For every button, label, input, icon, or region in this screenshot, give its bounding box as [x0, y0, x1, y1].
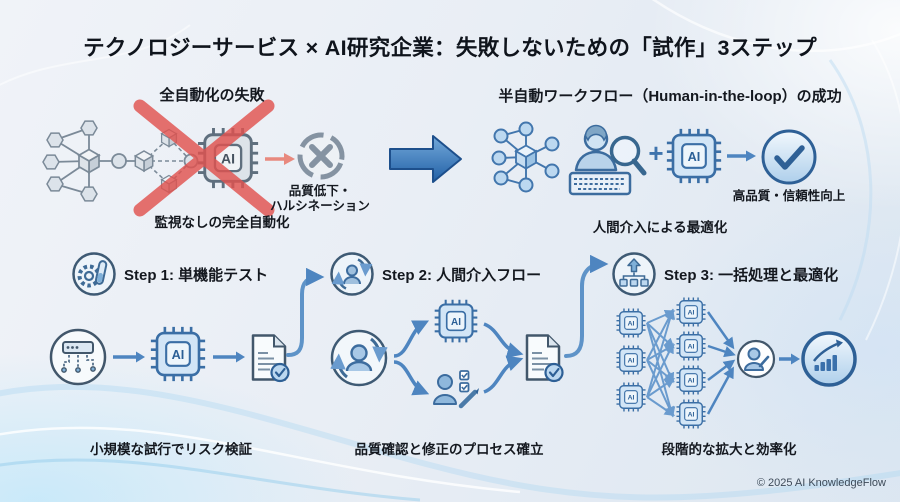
- step1-arrow-icon: [113, 351, 145, 363]
- step1-badge-icon: [72, 252, 116, 296]
- step3-fanout-arrows: [646, 308, 736, 418]
- step2-cycle-icon: [330, 329, 388, 387]
- step2-caption: 品質確認と修正のプロセス確立: [354, 442, 544, 457]
- step3-caption: 段階的な拡大と効率化: [661, 442, 797, 457]
- step2-step3-connector: [564, 254, 609, 358]
- ai-chip-icon: [675, 330, 707, 362]
- failure-result-label: 品質低下・ ハルシネーション: [253, 184, 387, 214]
- step1-caption: 小規模な試行でリスク検証: [90, 442, 252, 457]
- ai-chip-icon: [665, 127, 723, 185]
- step1-source-icon: [49, 328, 107, 386]
- ai-chip-icon: [433, 298, 479, 344]
- success-caption: 人間介入による最適化: [592, 220, 728, 235]
- step2-label: Step 2: 人間介入フロー: [382, 267, 542, 284]
- success-heading: 半自動ワークフロー（Human-in-the-loop）の成功: [498, 88, 842, 105]
- step3-badge-icon: [612, 252, 656, 296]
- step1-step2-connector: [286, 267, 325, 357]
- human-reviewer-icon: [568, 124, 647, 196]
- step2-branch-arrows: [393, 320, 430, 396]
- failure-heading: 全自動化の失敗: [159, 87, 265, 104]
- step3-reviewer-icon: [736, 339, 776, 379]
- success-result-label: 高品質・信頼性向上: [732, 189, 846, 203]
- step2-merge-arrows: [483, 322, 524, 394]
- ai-chip-icon: [615, 344, 647, 376]
- check-circle-icon: [761, 129, 817, 185]
- failure-caption: 監視なしの完全自動化: [154, 215, 290, 230]
- failure-cross-icon: [133, 99, 275, 217]
- step1-arrow-icon: [213, 351, 245, 363]
- step3-label: Step 3: 一括処理と最適化: [664, 267, 839, 284]
- success-network-icon: [491, 121, 560, 193]
- document-check-icon: [525, 334, 564, 383]
- ai-chip-icon: [149, 325, 207, 383]
- step1-label: Step 1: 単機能テスト: [124, 267, 269, 284]
- ai-chip-icon: [675, 364, 707, 396]
- step2-badge-icon: [330, 252, 374, 296]
- ai-chip-icon: [675, 398, 707, 430]
- failure-result-line2: ハルシネーション: [270, 199, 370, 213]
- step2-editor-icon: [433, 370, 479, 409]
- failure-arrow-icon: [265, 153, 295, 165]
- error-circle-icon: [297, 132, 345, 180]
- page-title: テクノロジーサービス × AI研究企業：失敗しないための「試作」3ステップ: [83, 36, 817, 60]
- plus-icon: +: [648, 138, 663, 168]
- copyright-text: © 2025 AI KnowledgeFlow: [756, 477, 886, 489]
- ai-chip-icon: [615, 381, 647, 413]
- ai-chip-icon: [615, 307, 647, 339]
- document-check-icon: [251, 334, 290, 383]
- ai-chip-icon: [675, 296, 707, 328]
- failure-result-line1: 品質低下・: [288, 184, 352, 198]
- growth-chart-icon: [801, 331, 857, 387]
- step3-arrow-icon: [779, 353, 800, 365]
- transition-arrow-icon: [389, 135, 462, 183]
- success-arrow-icon: [727, 150, 756, 162]
